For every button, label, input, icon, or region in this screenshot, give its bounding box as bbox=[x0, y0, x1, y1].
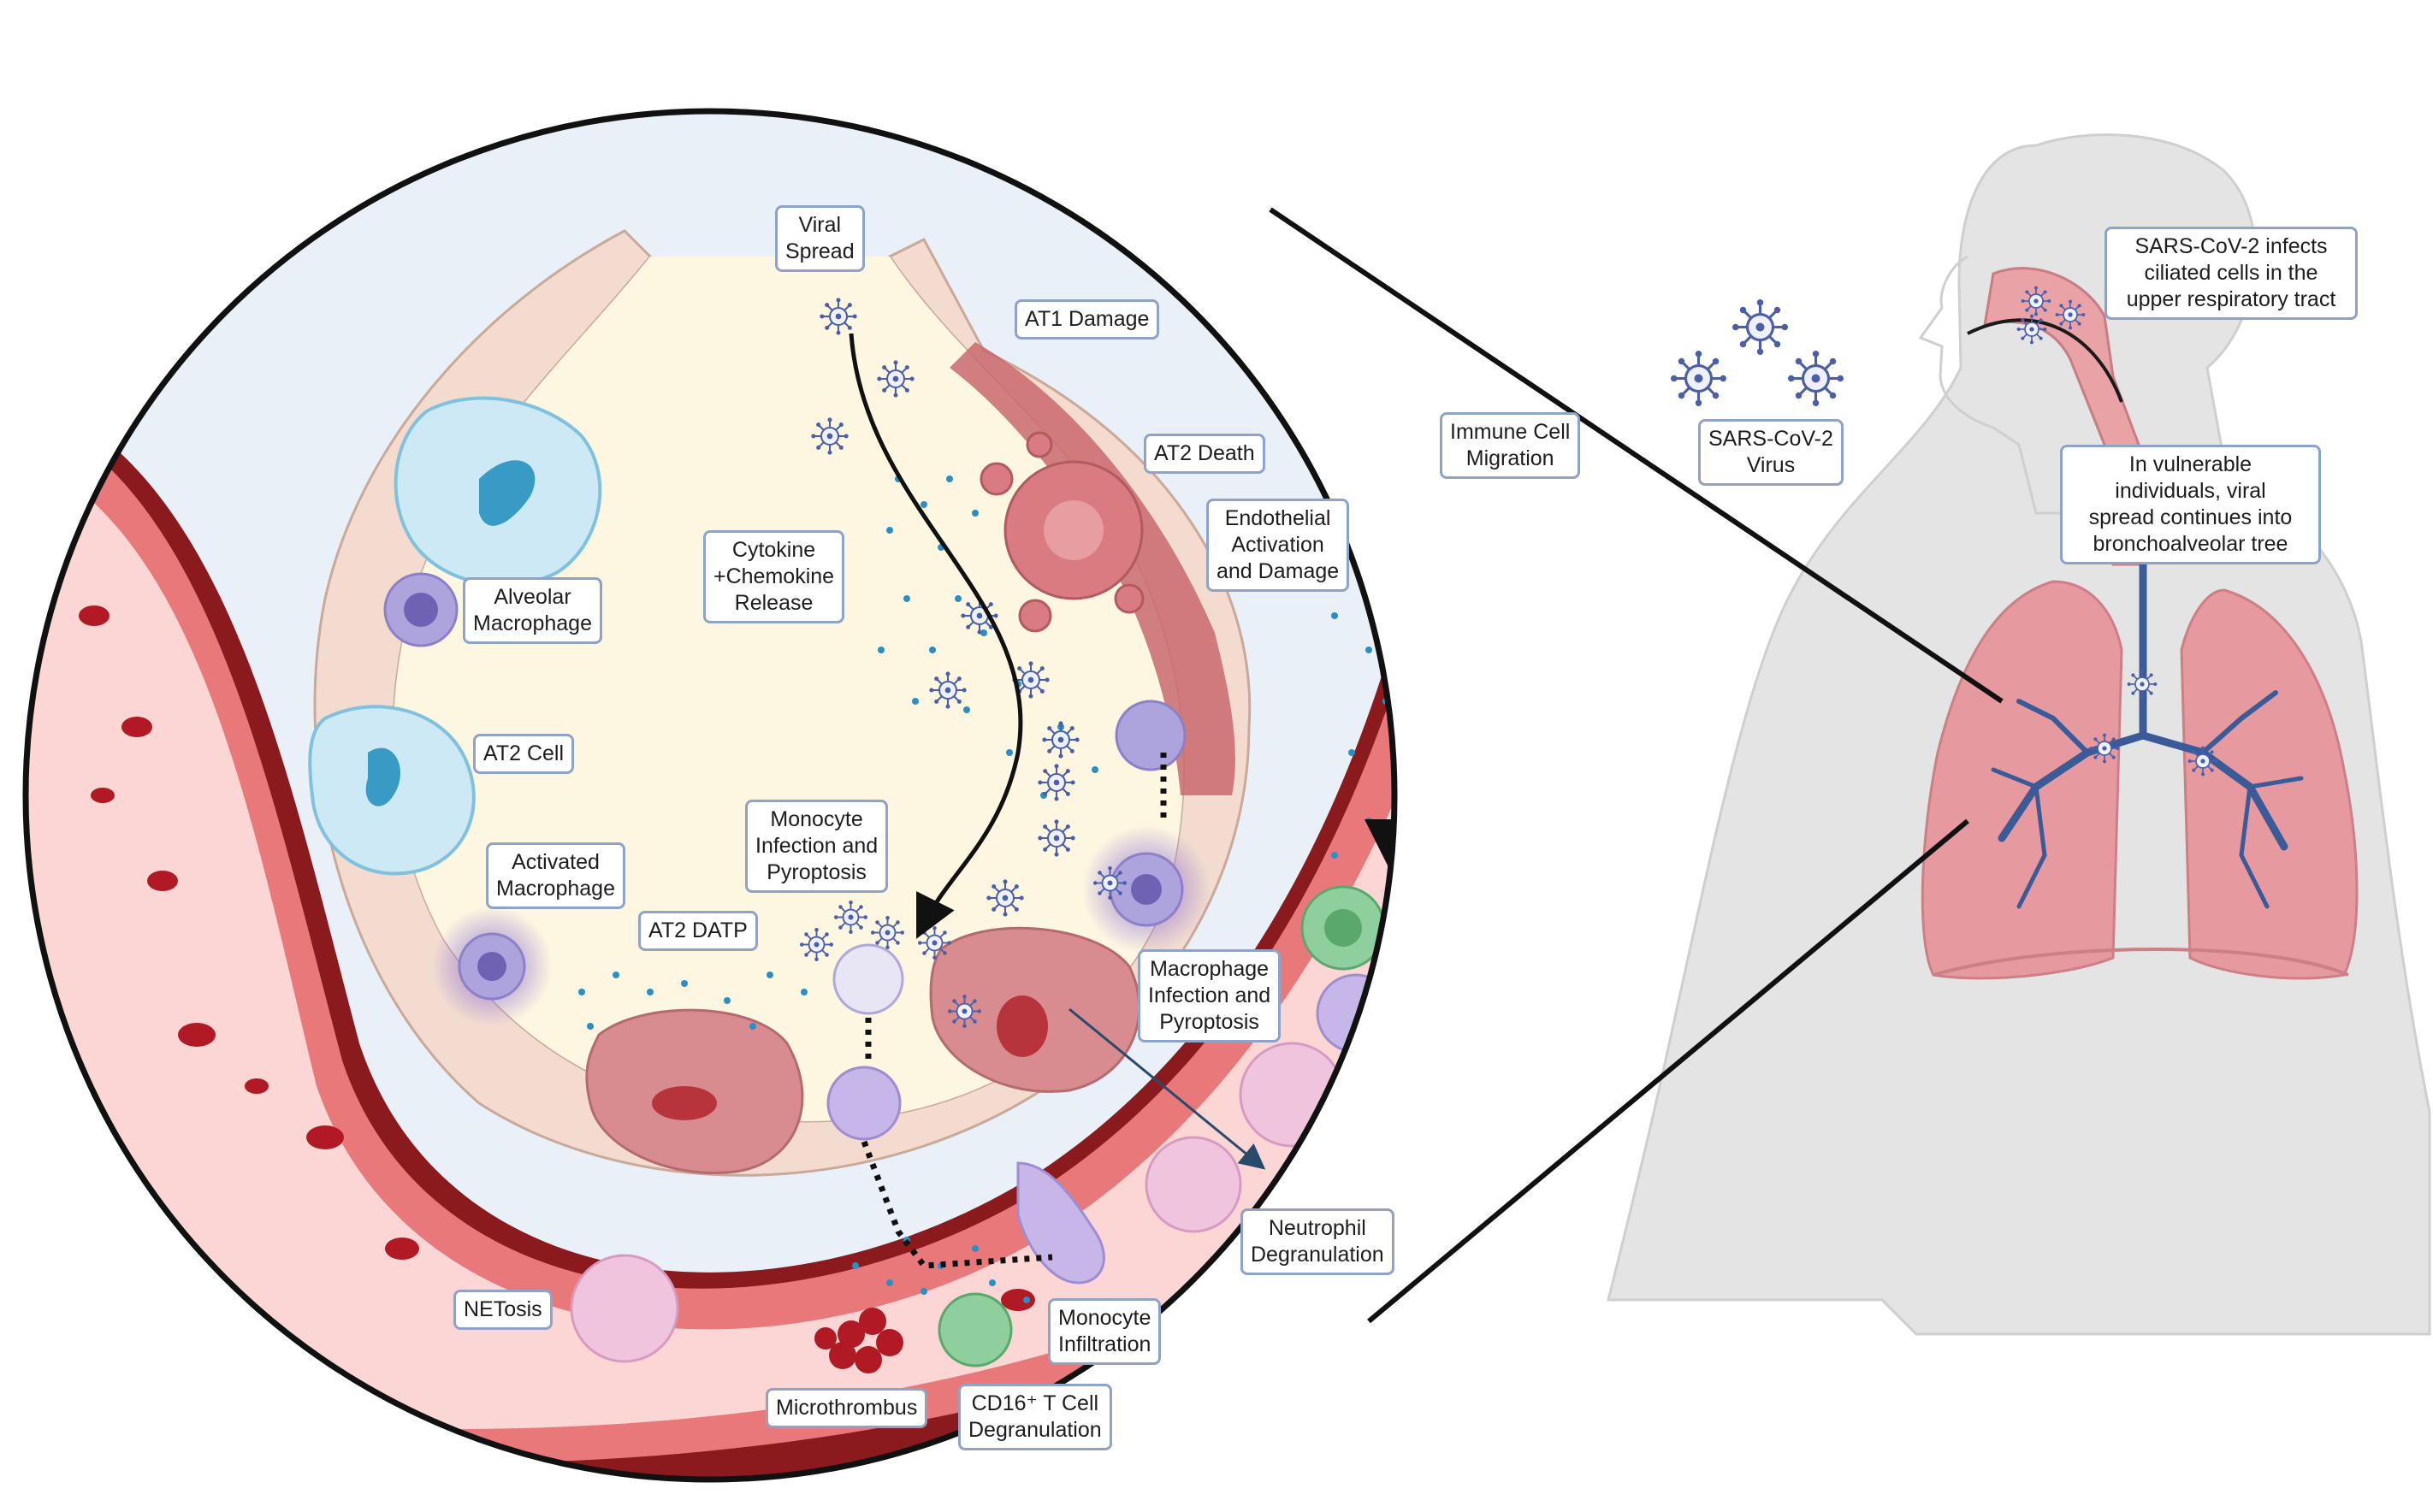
label-line: CD16⁺ T Cell bbox=[971, 1391, 1099, 1415]
label-line: Neutrophil bbox=[1268, 1216, 1366, 1240]
label-line: upper respiratory tract bbox=[2126, 287, 2336, 311]
at2-datp-cell-2 bbox=[929, 926, 1141, 1093]
label-at2-datp: AT2 DATP bbox=[638, 911, 758, 951]
label-upper-tract-infection: SARS-CoV-2 infects ciliated cells in the… bbox=[2104, 227, 2358, 320]
face-profile bbox=[1918, 255, 2190, 515]
label-neutrophil-degranulation: Neutrophil Degranulation bbox=[1240, 1208, 1394, 1275]
label-line: Macrophage bbox=[1150, 957, 1270, 981]
cytokine-dots bbox=[578, 475, 1389, 1303]
label-at2-death: AT2 Death bbox=[1144, 434, 1265, 474]
label-netosis: NETosis bbox=[453, 1290, 553, 1330]
vessel-immune-cells bbox=[570, 885, 1394, 1367]
nasal-airway bbox=[1983, 267, 2140, 566]
human-figure bbox=[1607, 133, 2431, 1336]
label-line: In vulnerable bbox=[2128, 452, 2252, 476]
label-line: Monocyte bbox=[1058, 1306, 1151, 1330]
activated-macrophage-cell bbox=[432, 907, 552, 1026]
infected-macrophage-cell bbox=[1082, 700, 1211, 954]
label-viral-spread: Viral Spread bbox=[775, 205, 865, 272]
label-line: SARS-CoV-2 infects bbox=[2134, 234, 2328, 258]
label-line: Microthrombus bbox=[776, 1396, 918, 1420]
label-line: Activated bbox=[512, 850, 600, 874]
label-line: AT2 DATP bbox=[648, 918, 748, 942]
label-line: Pyroptosis bbox=[1159, 1010, 1259, 1034]
macrophage-to-neutrophil-arrow bbox=[1069, 1007, 1266, 1170]
label-line: Alveolar bbox=[494, 585, 571, 609]
red-blood-cells bbox=[79, 605, 1394, 1311]
label-line: Degranulation bbox=[1251, 1243, 1384, 1267]
diaphragm bbox=[1933, 948, 2349, 977]
label-line: Endothelial bbox=[1224, 506, 1331, 530]
infection-path bbox=[1967, 318, 2123, 403]
label-line: Infection and bbox=[755, 834, 879, 858]
label-line: Infiltration bbox=[1058, 1332, 1151, 1356]
alveolar-macrophage-cell bbox=[394, 396, 602, 588]
label-line: spread continues into bbox=[2088, 505, 2293, 529]
label-line: and Damage bbox=[1216, 559, 1340, 583]
label-line: Migration bbox=[1465, 446, 1554, 470]
label-alveolar-macrophage: Alveolar Macrophage bbox=[463, 577, 602, 644]
label-cd16-t-cell: CD16⁺ T Cell Degranulation bbox=[958, 1384, 1112, 1450]
at2-dying-cell bbox=[980, 431, 1145, 633]
label-activated-macrophage: Activated Macrophage bbox=[486, 842, 625, 909]
label-line: Macrophage bbox=[473, 611, 592, 635]
label-line: individuals, viral bbox=[2115, 479, 2266, 503]
label-line: AT2 Death bbox=[1154, 441, 1255, 465]
label-line: Immune Cell bbox=[1450, 420, 1571, 444]
label-line: Activation bbox=[1231, 533, 1324, 557]
label-line: Degranulation bbox=[968, 1418, 1102, 1442]
label-line: Monocyte bbox=[770, 807, 863, 831]
zoom-lines bbox=[1269, 207, 2004, 1324]
label-line: Cytokine bbox=[731, 538, 816, 562]
label-line: bronchoalveolar tree bbox=[2093, 532, 2288, 556]
bronchial-tree bbox=[1991, 560, 2304, 909]
label-endothelial-activation: Endothelial Activation and Damage bbox=[1206, 499, 1350, 592]
label-line: +Chemokine bbox=[713, 564, 835, 588]
label-at2-cell: AT2 Cell bbox=[473, 734, 575, 774]
free-virus-particles bbox=[1669, 298, 1845, 408]
label-line: SARS-CoV-2 bbox=[1708, 427, 1833, 451]
label-line: Viral bbox=[798, 213, 842, 237]
at1-damaged-wall bbox=[950, 342, 1235, 795]
label-monocyte-infiltration: Monocyte Infiltration bbox=[1048, 1298, 1162, 1365]
alveolar-macrophage-purple bbox=[383, 572, 459, 647]
label-line: Virus bbox=[1746, 453, 1796, 477]
label-cytokine-release: Cytokine +Chemokine Release bbox=[703, 530, 845, 623]
viral-spread-arrow bbox=[849, 333, 1023, 939]
virus-icon bbox=[1786, 349, 1845, 408]
at2-cell-shape bbox=[308, 705, 476, 876]
label-sars-cov2-virus: SARS-CoV-2 Virus bbox=[1698, 419, 1844, 486]
microthrombus-clot bbox=[814, 1308, 903, 1373]
monocyte-infiltration-dots bbox=[861, 1140, 1053, 1269]
virus-icon bbox=[1731, 298, 1790, 357]
label-line: Spread bbox=[785, 239, 855, 263]
label-line: Infection and bbox=[1148, 983, 1271, 1007]
label-immune-cell-migration: Immune Cell Migration bbox=[1440, 412, 1581, 479]
virus-icon bbox=[1669, 349, 1728, 408]
label-line: NETosis bbox=[464, 1297, 542, 1321]
label-macrophage-infection: Macrophage Infection and Pyroptosis bbox=[1138, 949, 1282, 1042]
label-line: Macrophage bbox=[496, 877, 615, 901]
immune-migration-arrow bbox=[1364, 478, 1394, 879]
label-microthrombus: Microthrombus bbox=[766, 1388, 928, 1428]
label-line: Pyroptosis bbox=[767, 860, 867, 884]
label-line: Release bbox=[734, 591, 814, 615]
label-vulnerable-spread: In vulnerable individuals, viral spread … bbox=[2060, 445, 2321, 564]
at2-datp-cell bbox=[585, 1008, 804, 1174]
label-line: ciliated cells in the bbox=[2144, 261, 2318, 285]
infected-monocyte-cell bbox=[826, 943, 904, 1141]
label-line: AT1 Damage bbox=[1025, 307, 1150, 331]
label-monocyte-infection: Monocyte Infection and Pyroptosis bbox=[745, 800, 889, 893]
label-line: AT2 Cell bbox=[483, 741, 565, 765]
label-at1-damage: AT1 Damage bbox=[1015, 299, 1160, 340]
